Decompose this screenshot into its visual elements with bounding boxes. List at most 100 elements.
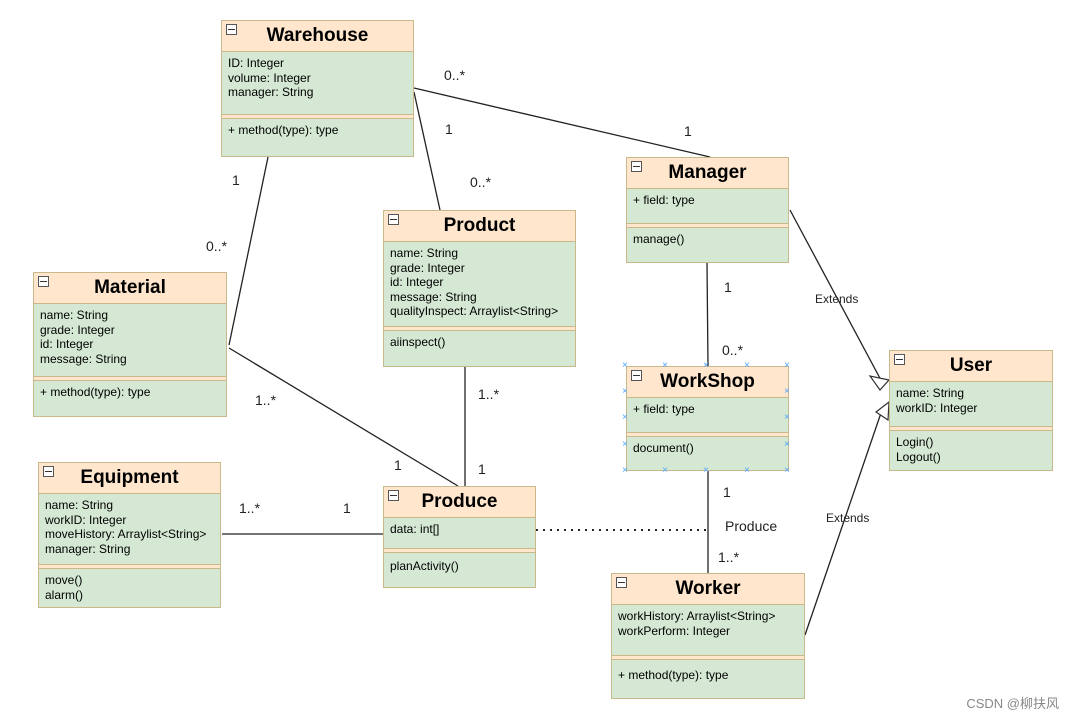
inheritance-arrowhead-manager bbox=[868, 375, 891, 391]
attribute-list: name: String workID: Integer moveHistory… bbox=[39, 494, 220, 564]
class-manager[interactable]: Manager + field: type manage() bbox=[626, 157, 789, 263]
class-produce[interactable]: Produce data: int[] planActivity() bbox=[383, 486, 536, 588]
collapse-icon[interactable] bbox=[388, 214, 399, 225]
method-list: aiinspect() bbox=[384, 331, 575, 354]
attribute-list: name: String workID: Integer bbox=[890, 382, 1052, 426]
selection-handle[interactable]: × bbox=[744, 465, 750, 476]
class-product[interactable]: Product name: String grade: Integer id: … bbox=[383, 210, 576, 367]
attribute-list: ID: Integer volume: Integer manager: Str… bbox=[222, 52, 413, 114]
attribute-list: + field: type bbox=[627, 398, 788, 432]
attribute: message: String bbox=[40, 351, 127, 366]
class-name: Worker bbox=[675, 578, 741, 599]
method: aiinspect() bbox=[390, 335, 446, 349]
generalization-worker-user bbox=[804, 409, 883, 636]
extends-label: Extends bbox=[815, 292, 859, 306]
divider bbox=[34, 376, 226, 381]
attribute: manager: String bbox=[228, 85, 314, 99]
extends-label: Extends bbox=[826, 511, 870, 525]
inheritance-arrowhead-worker bbox=[874, 400, 890, 422]
collapse-icon[interactable] bbox=[38, 276, 49, 287]
class-user[interactable]: User name: String workID: Integer Login(… bbox=[889, 350, 1053, 471]
divider bbox=[384, 326, 575, 331]
selection-handle[interactable]: × bbox=[703, 465, 709, 476]
collapse-icon[interactable] bbox=[616, 577, 627, 588]
collapse-icon[interactable] bbox=[894, 354, 905, 365]
method: + method(type): type bbox=[618, 668, 729, 682]
attribute: name: String bbox=[40, 308, 109, 322]
method: planActivity() bbox=[390, 559, 459, 573]
attribute: workID: Integer bbox=[896, 400, 978, 415]
method: Logout() bbox=[896, 450, 941, 464]
class-header: Warehouse bbox=[222, 21, 413, 52]
selection-handle[interactable]: × bbox=[622, 439, 628, 450]
selection-handle[interactable]: × bbox=[622, 465, 628, 476]
attribute: ID: Integer bbox=[228, 56, 285, 70]
attribute-list: data: int[] bbox=[384, 518, 535, 548]
selection-handle[interactable]: × bbox=[784, 439, 790, 450]
divider bbox=[384, 548, 535, 553]
selection-handle[interactable]: × bbox=[622, 412, 628, 423]
divider bbox=[627, 223, 788, 228]
divider bbox=[612, 655, 804, 660]
class-workshop[interactable]: WorkShop + field: type document() bbox=[626, 366, 789, 471]
divider bbox=[890, 426, 1052, 431]
class-worker[interactable]: Worker workHistory: Arraylist<String> wo… bbox=[611, 573, 805, 699]
assoc-manager-workshop bbox=[706, 262, 709, 367]
multiplicity-label: 1 bbox=[445, 121, 453, 137]
attribute: + field: type bbox=[633, 402, 695, 416]
selection-handle[interactable]: × bbox=[622, 360, 628, 371]
multiplicity-label: 0..* bbox=[722, 342, 744, 358]
class-name: Product bbox=[443, 215, 516, 236]
collapse-icon[interactable] bbox=[388, 490, 399, 501]
attribute-list: name: String grade: Integer id: Integer … bbox=[384, 242, 575, 326]
class-name: Manager bbox=[668, 162, 747, 183]
collapse-icon[interactable] bbox=[226, 24, 237, 35]
class-equipment[interactable]: Equipment name: String workID: Integer m… bbox=[38, 462, 221, 608]
attribute: manager: String bbox=[45, 541, 131, 556]
class-name: WorkShop bbox=[660, 371, 755, 392]
method: document() bbox=[633, 441, 694, 455]
attribute: data: int[] bbox=[390, 522, 440, 536]
selection-handle[interactable]: × bbox=[622, 386, 628, 397]
multiplicity-label: 1 bbox=[478, 461, 486, 477]
selection-handle[interactable]: × bbox=[662, 360, 668, 371]
divider bbox=[222, 114, 413, 119]
assoc-warehouse-manager bbox=[413, 87, 711, 158]
class-header: WorkShop bbox=[627, 367, 788, 398]
multiplicity-label: 1 bbox=[723, 484, 731, 500]
attribute: + field: type bbox=[633, 193, 695, 207]
attribute: grade: Integer bbox=[40, 322, 115, 337]
divider bbox=[627, 432, 788, 437]
class-warehouse[interactable]: Warehouse ID: Integer volume: Integer ma… bbox=[221, 20, 414, 157]
multiplicity-label: 1..* bbox=[255, 392, 277, 408]
class-header: User bbox=[890, 351, 1052, 382]
selection-handle[interactable]: × bbox=[784, 412, 790, 423]
multiplicity-label: 1 bbox=[724, 279, 732, 295]
class-header: Worker bbox=[612, 574, 804, 605]
association-name-label: Produce bbox=[725, 518, 778, 534]
collapse-icon[interactable] bbox=[43, 466, 54, 477]
class-material[interactable]: Material name: String grade: Integer id:… bbox=[33, 272, 227, 417]
attribute: qualityInspect: Arraylist<String> bbox=[390, 304, 559, 318]
method: + method(type): type bbox=[40, 385, 151, 399]
selection-handle[interactable]: × bbox=[662, 465, 668, 476]
multiplicity-label: 1 bbox=[684, 123, 692, 139]
multiplicity-label: 1 bbox=[394, 457, 402, 473]
method-list: + method(type): type bbox=[34, 381, 226, 404]
attribute: moveHistory: Arraylist<String> bbox=[45, 527, 207, 541]
collapse-icon[interactable] bbox=[631, 370, 642, 381]
multiplicity-label: 1..* bbox=[478, 386, 500, 402]
method: move() bbox=[45, 573, 83, 587]
watermark: CSDN @柳扶风 bbox=[966, 696, 1059, 711]
selection-handle[interactable]: × bbox=[744, 360, 750, 371]
attribute: workID: Integer bbox=[45, 512, 127, 527]
selection-handle[interactable]: × bbox=[703, 360, 709, 371]
class-name: User bbox=[949, 355, 993, 376]
collapse-icon[interactable] bbox=[631, 161, 642, 172]
selection-handle[interactable]: × bbox=[784, 360, 790, 371]
selection-handle[interactable]: × bbox=[784, 465, 790, 476]
method: alarm() bbox=[45, 588, 83, 602]
selection-handle[interactable]: × bbox=[784, 386, 790, 397]
class-name: Produce bbox=[421, 491, 498, 512]
class-header: Manager bbox=[627, 158, 788, 189]
